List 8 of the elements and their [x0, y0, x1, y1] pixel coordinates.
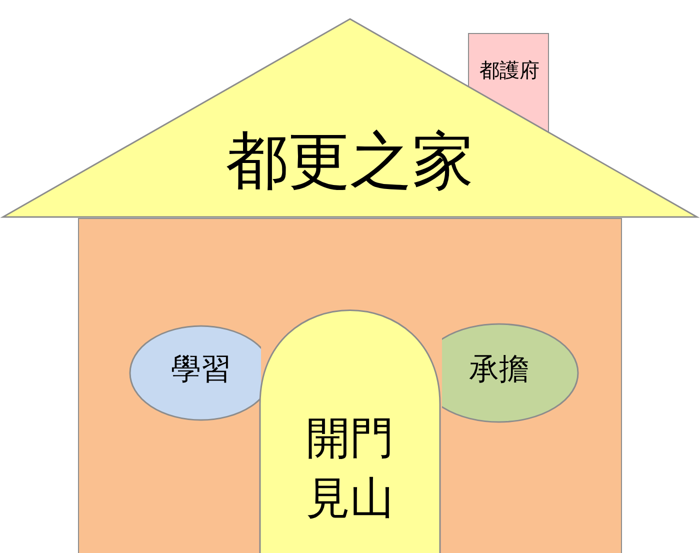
door-arch [259, 309, 441, 553]
house-wall [78, 218, 622, 553]
oval-label: 承擔 [468, 352, 530, 388]
roof-triangle [2, 18, 698, 218]
oval-label: 學習 [170, 352, 232, 388]
door-label: 開門見山 [305, 412, 395, 526]
roof-title: 都更之家 [225, 124, 475, 198]
chimney-label: 都護府 [478, 58, 540, 82]
